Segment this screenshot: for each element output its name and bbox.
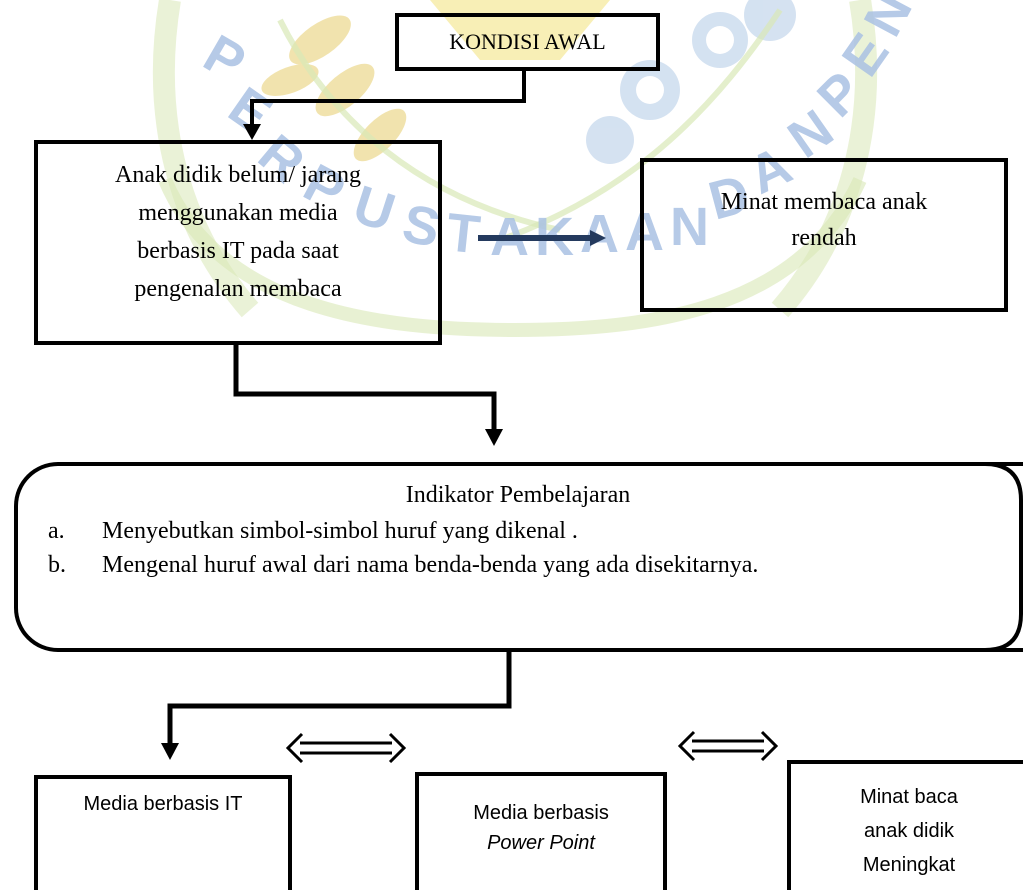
minat-rendah-line-2: rendah	[791, 225, 857, 251]
media-it-box: Media berbasis IT	[34, 775, 292, 890]
anak-didik-line-2: menggunakan media	[138, 200, 338, 226]
media-ppt-box: Media berbasis Power Point	[415, 772, 667, 890]
minat-baca-line-1: Minat baca	[860, 786, 958, 808]
svg-text:T: T	[444, 202, 483, 265]
svg-text:K: K	[535, 207, 574, 267]
svg-text:P: P	[194, 23, 255, 93]
svg-text:E: E	[218, 76, 282, 146]
arrow-indikator-to-media-it	[167, 650, 512, 744]
media-it-label: Media berbasis IT	[83, 793, 243, 815]
double-arrow-it-ppt	[285, 732, 407, 764]
svg-text:E: E	[831, 23, 901, 87]
indikator-item-a-marker: a.	[48, 518, 65, 544]
anak-didik-line-4: pengenalan membaca	[134, 276, 342, 302]
media-ppt-line-1: Media berbasis	[473, 802, 609, 824]
kondisi-awal-box: KONDISI AWAL	[395, 13, 660, 71]
indikator-item-b-text: Mengenal huruf awal dari nama benda-bend…	[102, 552, 759, 578]
svg-text:A: A	[490, 207, 529, 267]
indikator-item-a-text: Menyebutkan simbol-simbol huruf yang dik…	[102, 518, 578, 544]
minat-baca-line-3: Meningkat	[862, 854, 956, 876]
minat-rendah-box: Minat membaca anak rendah	[640, 158, 1008, 312]
indikator-item-b-marker: b.	[48, 552, 66, 578]
anak-didik-line-1: Anak didik belum/ jarang	[115, 162, 361, 188]
anak-didik-line-3: berbasis IT pada saat	[137, 238, 339, 264]
indikator-box: Indikator Pembelajaran a. Menyebutkan sim…	[14, 462, 1023, 652]
svg-text:A: A	[580, 204, 619, 264]
kondisi-awal-label: KONDISI AWAL	[449, 29, 606, 54]
minat-baca-line-2: anak didik	[863, 820, 955, 842]
minat-rendah-line-1: Minat membaca anak	[720, 189, 928, 215]
double-arrow-ppt-minat	[677, 730, 779, 762]
indikator-box-right-edge	[960, 462, 1023, 652]
arrow-anak-to-indikator	[233, 344, 497, 430]
arrow-kondisi-to-anak	[250, 67, 526, 125]
svg-text:P: P	[806, 61, 874, 129]
minat-baca-box: Minat baca anak didik Meningkat	[787, 760, 1023, 890]
svg-text:N: N	[853, 0, 924, 46]
anak-didik-box: Anak didik belum/ jarang menggunakan med…	[34, 140, 442, 345]
indikator-item-b: b. Mengenal huruf awal dari nama benda-be…	[48, 552, 758, 579]
media-ppt-line-2: Power Point	[487, 832, 595, 854]
indikator-item-a: a. Menyebutkan simbol-simbol huruf yang d…	[48, 518, 578, 545]
indikator-title: Indikator Pembelajaran	[405, 482, 631, 508]
